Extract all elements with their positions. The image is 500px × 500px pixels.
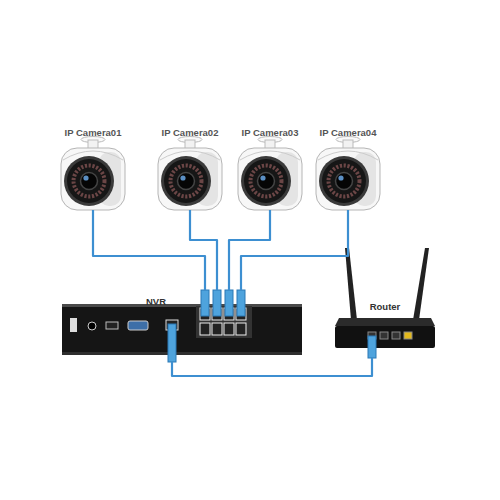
device-label: Router [370, 302, 401, 313]
router-device [335, 248, 435, 358]
device-label: NVR [146, 297, 166, 308]
camera-node: IP Camera01 [55, 122, 131, 210]
router-wan-port [404, 332, 412, 339]
label-row: IP Camera02 [152, 122, 228, 140]
ip-camera [316, 137, 380, 211]
router-port [380, 332, 388, 339]
label-row: NVR [62, 291, 302, 309]
ip-camera [158, 137, 222, 211]
vga-port [128, 321, 148, 330]
camera-node: IP Camera03 [232, 122, 308, 210]
label-row: IP Camera03 [232, 122, 308, 140]
router-node: Router [335, 248, 435, 358]
router-top [335, 318, 435, 326]
ip-camera [238, 137, 302, 211]
poe-port [200, 323, 210, 335]
poe-port [212, 323, 222, 335]
nvr-node: NVR [62, 290, 302, 362]
network-cable [241, 210, 348, 290]
power-switch [70, 318, 77, 332]
device-label: IP Camera03 [242, 128, 299, 139]
ip-camera [61, 137, 125, 211]
camera-node: IP Camera04 [310, 122, 386, 210]
network-cable [229, 210, 270, 290]
cable-plug [168, 324, 176, 362]
label-row: Router [335, 296, 435, 314]
label-row: IP Camera01 [55, 122, 131, 140]
cable-plug [213, 290, 221, 316]
device-label: IP Camera04 [320, 128, 377, 139]
network-cable [93, 210, 205, 290]
network-cable [172, 358, 372, 376]
router-front [335, 326, 435, 348]
cable-plug [201, 290, 209, 316]
cable-plug [368, 336, 376, 358]
dc-jack [88, 322, 96, 330]
network-cable [190, 210, 217, 290]
device-label: IP Camera01 [65, 128, 122, 139]
nvr-device [62, 290, 302, 362]
hdmi-port [106, 322, 118, 329]
nvr-bottom-edge [62, 352, 302, 355]
cable-plug [225, 290, 233, 316]
router-antenna [413, 248, 429, 320]
nvr-top-edge [62, 304, 302, 307]
router-antenna [345, 248, 357, 320]
poe-port [236, 323, 246, 335]
device-label: IP Camera02 [162, 128, 219, 139]
router-port [392, 332, 400, 339]
camera-node: IP Camera02 [152, 122, 228, 210]
cable-plug [237, 290, 245, 316]
nvr-body [62, 304, 302, 354]
poe-port [224, 323, 234, 335]
label-row: IP Camera04 [310, 122, 386, 140]
